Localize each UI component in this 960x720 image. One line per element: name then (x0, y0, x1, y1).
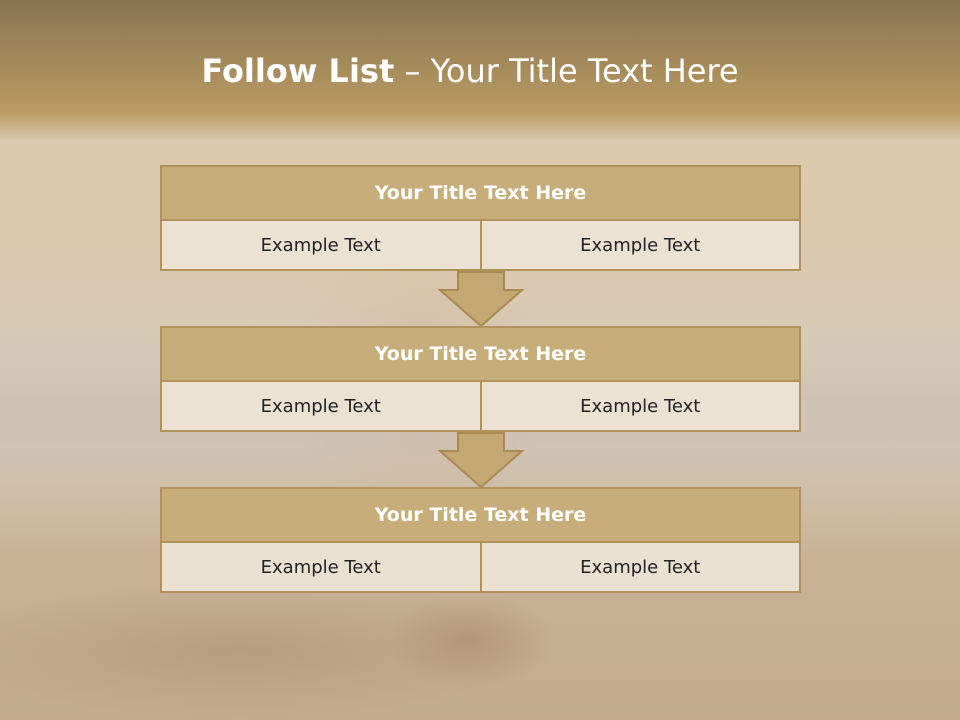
list-block-3: Your Title Text Here Example Text Exampl… (160, 487, 801, 593)
header-band (0, 0, 960, 140)
list-block-2: Your Title Text Here Example Text Exampl… (160, 326, 801, 432)
block-cell-right: Example Text (479, 221, 801, 271)
list-block-1: Your Title Text Here Example Text Exampl… (160, 165, 801, 271)
block-row: Example Text Example Text (160, 543, 801, 593)
block-cell-left: Example Text (160, 382, 482, 432)
down-arrow-icon (438, 432, 524, 489)
block-cell-left: Example Text (160, 543, 482, 593)
block-row: Example Text Example Text (160, 221, 801, 271)
block-title: Your Title Text Here (160, 165, 801, 221)
block-cell-right: Example Text (479, 382, 801, 432)
block-row: Example Text Example Text (160, 382, 801, 432)
block-title: Your Title Text Here (160, 487, 801, 543)
block-cell-left: Example Text (160, 221, 482, 271)
block-cell-right: Example Text (479, 543, 801, 593)
slide-title-bold: Follow List (201, 52, 395, 90)
slide-title-rest: – Your Title Text Here (394, 52, 739, 90)
down-arrow-icon (438, 271, 524, 328)
block-title: Your Title Text Here (160, 326, 801, 382)
slide-title: Follow List – Your Title Text Here (0, 52, 940, 90)
